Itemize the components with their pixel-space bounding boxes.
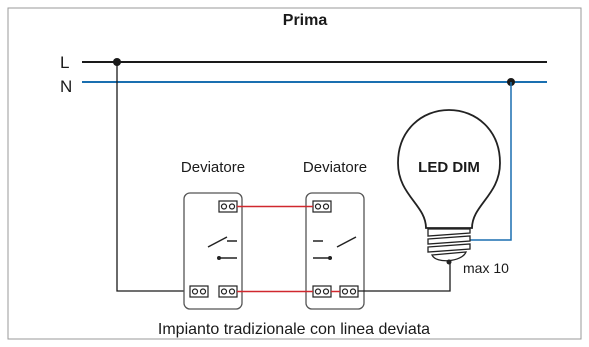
bulb-glass	[397, 109, 501, 229]
switch-2-plate	[305, 192, 365, 310]
lamp-label: LED DIM	[418, 159, 480, 176]
switch-1	[183, 192, 243, 310]
lamp-max-label: max 10	[463, 260, 509, 276]
neutral-line-label: N	[60, 77, 72, 96]
frame-border	[7, 7, 582, 340]
bulb-base	[427, 228, 471, 265]
switch-1-plate	[183, 192, 243, 310]
neutral-lamp-wire	[470, 82, 512, 241]
switch-2	[305, 192, 365, 310]
switch-1-contact	[207, 236, 237, 260]
switch-1-top-terminal	[218, 200, 238, 213]
phase-feed-wire	[116, 62, 190, 292]
lamp-feed-wire	[358, 262, 451, 292]
switch-1-label: Deviatore	[181, 159, 245, 176]
phase-line-label: L	[60, 53, 69, 72]
diagram-title: Prima	[283, 12, 328, 29]
diagram-caption: Impianto tradizionale con linea deviata	[158, 321, 430, 338]
switch-2-contact	[313, 236, 357, 260]
switch-2-top-terminal	[312, 200, 332, 213]
led-bulb: LED DIM	[397, 109, 501, 265]
switch-2-label: Deviatore	[303, 159, 367, 176]
